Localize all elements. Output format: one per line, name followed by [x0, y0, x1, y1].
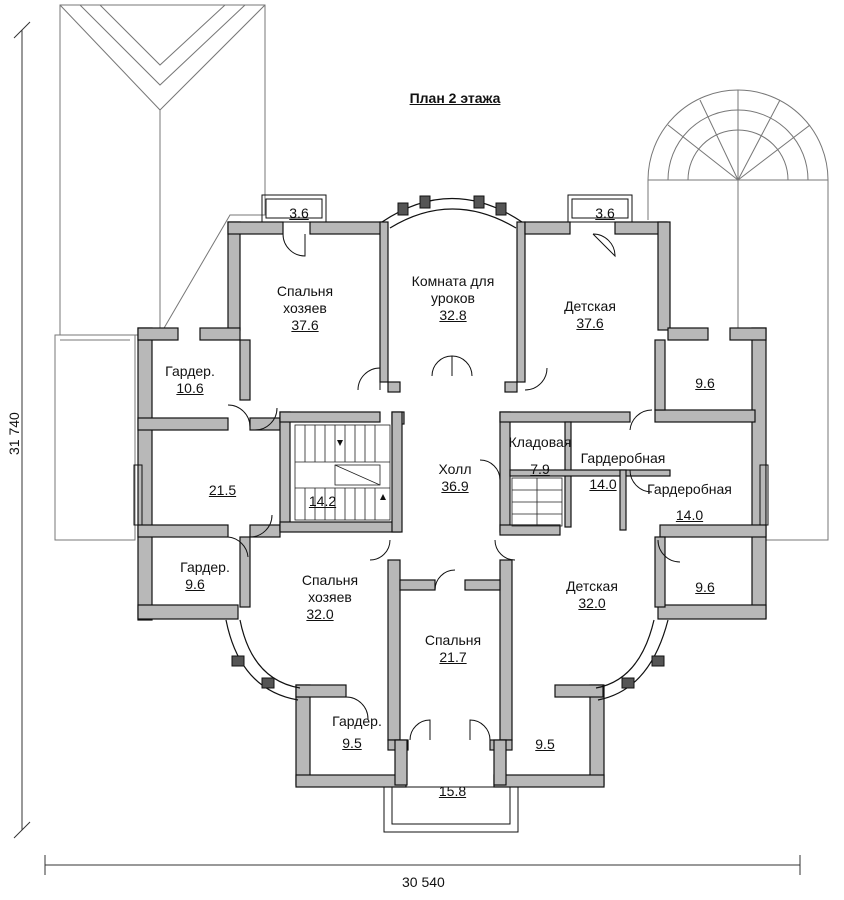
room-bedroom: Спальня 21.7: [408, 632, 498, 666]
room-area: 36.9: [441, 478, 469, 494]
room-area: 37.6: [576, 315, 604, 331]
width-dimension: 30 540: [402, 874, 445, 890]
room-dressing-room-1: Гардеробная 14.0: [568, 450, 678, 493]
room-left-middle: 21.5: [200, 482, 245, 499]
room-area: 32.0: [578, 595, 606, 611]
room-area: 9.6: [185, 576, 205, 592]
room-name: Детская: [564, 298, 616, 314]
left-roof-outline: [54, 4, 266, 541]
room-terrace: 15.8: [430, 783, 475, 800]
room-bottom-right-small: 9.5: [525, 736, 565, 753]
room-area: 9.6: [695, 579, 715, 595]
room-name: Гардеробная: [580, 450, 666, 466]
room-master-bedroom-top: Спальня хозяев 37.6: [250, 283, 360, 334]
room-master-bedroom-bottom: Спальня хозяев 32.0: [275, 572, 385, 623]
room-name: Холл: [438, 461, 472, 477]
room-name: Гардер.: [332, 713, 382, 729]
room-name: Гардер.: [165, 363, 215, 379]
room-area: 9.6: [695, 375, 715, 391]
room-name: Детская: [566, 578, 618, 594]
balconies: [133, 194, 769, 833]
room-area: 37.6: [291, 317, 319, 333]
door-swings: [227, 233, 681, 741]
room-wardrobe-left-top: Гардер. 10.6: [155, 363, 225, 397]
room-stair-area: 14.2: [300, 493, 345, 510]
room-name: Спальня хозяев: [276, 283, 334, 316]
room-wardrobe-left-bottom: Гардер. 9.6: [170, 559, 240, 593]
room-right-top-small: 9.6: [685, 375, 725, 392]
room-name: Гардеробная: [647, 481, 732, 497]
plan-title: План 2 этажа: [409, 90, 501, 106]
room-balcony-right: 3.6: [584, 205, 626, 222]
bay-window-blocks: [231, 195, 665, 689]
room-area: 15.8: [438, 783, 467, 799]
room-wardrobe-bottom-left: Гардер. 9.5: [322, 713, 392, 752]
room-area: 7.9: [530, 461, 550, 477]
room-name: Спальня: [424, 632, 482, 648]
room-name: Спальня хозяев: [301, 572, 359, 605]
room-storage: Кладовая 7.9: [500, 434, 580, 478]
room-dressing-room-2: Гардеробная 14.0: [632, 481, 747, 524]
room-kids-bottom: Детская 32.0: [547, 578, 637, 612]
room-kids-top: Детская 37.6: [545, 298, 635, 332]
room-area: 9.5: [342, 735, 362, 751]
staircase: [294, 424, 563, 527]
room-study: Комната для уроков 32.8: [398, 273, 508, 324]
room-name: Гардер.: [180, 559, 230, 575]
room-area: 10.6: [176, 380, 204, 396]
room-right-bottom-small: 9.6: [685, 579, 725, 596]
room-area: 21.5: [208, 482, 237, 498]
room-area: 21.7: [439, 649, 467, 665]
walls: [137, 221, 767, 788]
height-dimension: 31 740: [6, 412, 22, 455]
room-name: Комната для уроков: [411, 273, 495, 306]
right-roof-outline: [647, 89, 829, 541]
room-area: 32.8: [439, 307, 467, 323]
room-area: 9.5: [535, 736, 555, 752]
stair-arrows: [337, 440, 386, 500]
room-area: 14.2: [308, 493, 337, 509]
room-balcony-left: 3.6: [278, 205, 320, 222]
room-name: Кладовая: [508, 434, 572, 450]
room-area: 32.0: [306, 606, 334, 622]
dimension-lines: [13, 21, 801, 875]
room-area: 14.0: [589, 476, 617, 492]
room-area: 14.0: [675, 507, 704, 523]
room-area: 3.6: [289, 205, 309, 221]
room-hall: Холл 36.9: [425, 461, 485, 495]
room-area: 3.6: [595, 205, 615, 221]
